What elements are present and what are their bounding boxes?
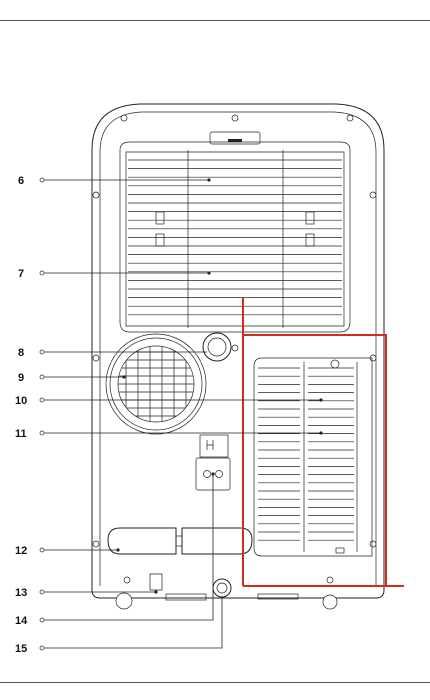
callout-12: 12 — [15, 545, 27, 557]
bottom-drain-and-wheels — [115, 573, 338, 610]
continuous-drain-outlet — [212, 578, 232, 598]
cord-holder — [107, 527, 253, 555]
callout-14: 14 — [15, 615, 28, 627]
callout-9: 9 — [18, 372, 24, 384]
top-drain-outlet — [202, 332, 239, 362]
body-screws — [92, 114, 377, 584]
callout-6: 6 — [18, 175, 24, 187]
callout-7: 7 — [18, 268, 24, 280]
upper-air-filter-grille — [119, 141, 351, 333]
red-highlight-frame — [242, 298, 404, 587]
callout-8: 8 — [18, 347, 24, 359]
callout-13: 13 — [15, 587, 27, 599]
top-rule — [0, 20, 430, 21]
callout-lines — [39, 177, 323, 651]
bottom-rule — [0, 682, 430, 683]
lower-air-filter-grille — [253, 357, 373, 557]
callout-10: 10 — [15, 395, 27, 407]
callout-numbers: 6 7 8 9 10 11 12 13 14 15 — [15, 175, 28, 655]
callout-11: 11 — [15, 428, 27, 440]
callout-15: 15 — [15, 643, 27, 655]
